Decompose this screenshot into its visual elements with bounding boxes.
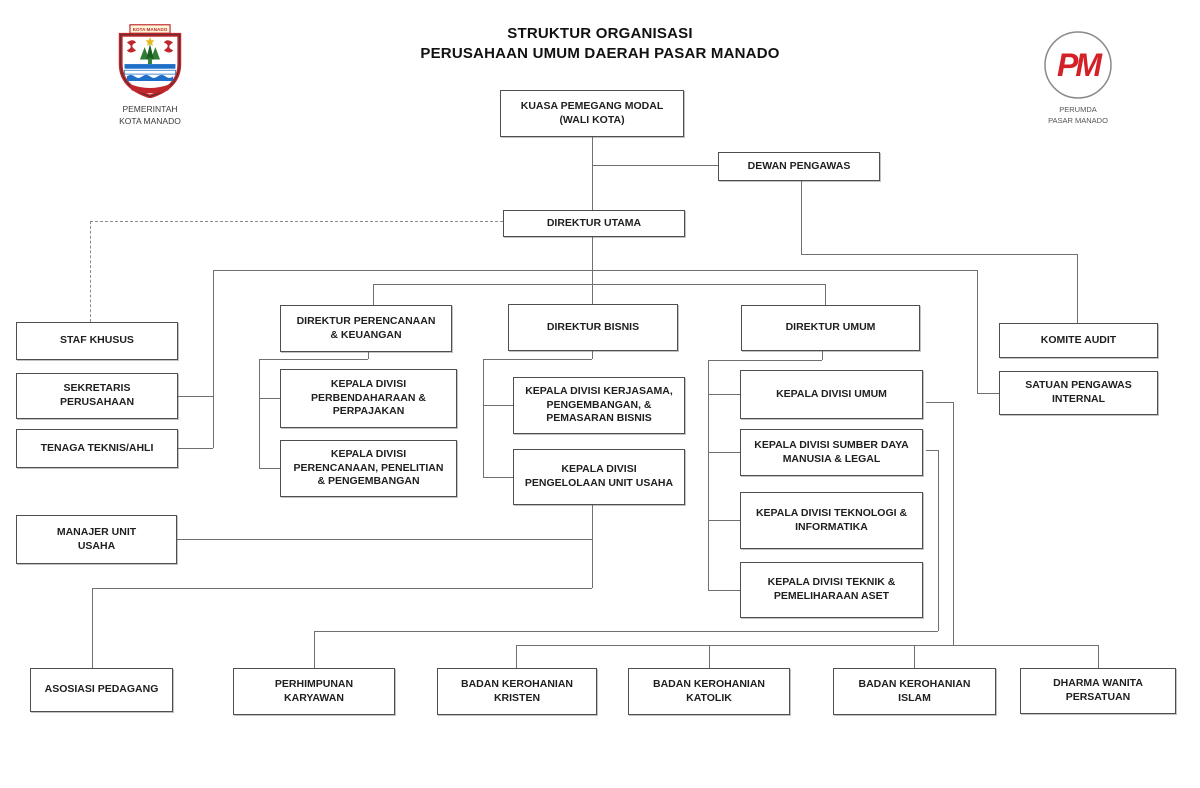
connector-line: [314, 631, 315, 668]
node-kepala-divisi-kerjasama-pengembangan-pemasaran-bisnis: KEPALA DIVISI KERJASAMA, PENGEMBANGAN, &…: [513, 377, 685, 434]
connector-line: [259, 359, 260, 468]
connector-line: [213, 270, 977, 271]
node-satuan-pengawas-internal: SATUAN PENGAWAS INTERNAL: [999, 371, 1158, 415]
connector-line: [801, 254, 1078, 255]
node-direktur-umum: DIREKTUR UMUM: [741, 305, 920, 351]
connector-line: [926, 450, 938, 451]
connector-line: [178, 396, 213, 397]
connector-line: [483, 359, 484, 477]
connector-line: [914, 645, 915, 668]
connector-line: [373, 284, 374, 305]
connector-line: [801, 180, 802, 254]
node-kepala-divisi-perencanaan-penelitian-pengembangan: KEPALA DIVISI PERENCANAAN, PENELITIAN & …: [280, 440, 457, 497]
connector-line: [259, 398, 280, 399]
connector-line: [1098, 645, 1099, 668]
node-perhimpunan-karyawan: PERHIMPUNAN KARYAWAN: [233, 668, 395, 715]
manado-city-crest-logo: KOTA MANADO PEMERINTAH KOTA MANADO: [100, 24, 200, 128]
page-title-line-1: STRUKTUR ORGANISASI: [507, 25, 693, 42]
connector-line: [953, 402, 954, 645]
page-title-line-2: PERUSAHAAN UMUM DAERAH PASAR MANADO: [420, 44, 780, 62]
connector-line: [592, 351, 593, 359]
connector-line: [592, 137, 593, 210]
svg-text:KOTA MANADO: KOTA MANADO: [133, 27, 168, 32]
node-sekretaris-perusahaan: SEKRETARIS PERUSAHAAN: [16, 373, 178, 419]
node-kepala-divisi-teknologi-informatika: KEPALA DIVISI TEKNOLOGI & INFORMATIKA: [740, 492, 923, 549]
connector-line: [516, 645, 517, 668]
node-direktur-bisnis: DIREKTUR BISNIS: [508, 304, 678, 351]
node-kepala-divisi-perbendaharaan-perpajakan: KEPALA DIVISI PERBENDAHARAAN & PERPAJAKA…: [280, 369, 457, 428]
connector-line: [483, 477, 513, 478]
node-manajer-unit-usaha: MANAJER UNIT USAHA: [16, 515, 177, 564]
connector-line: [213, 270, 214, 448]
connector-line: [822, 351, 823, 360]
perumda-pasar-manado-logo: PM PERUMDA PASAR MANADO: [1033, 30, 1123, 127]
node-kuasa-pemegang-modal: KUASA PEMEGANG MODAL (WALI KOTA): [500, 90, 684, 137]
node-direktur-perencanaan-keuangan: DIREKTUR PERENCANAAN & KEUANGAN: [280, 305, 452, 352]
node-kepala-divisi-sumber-daya-manusia-legal: KEPALA DIVISI SUMBER DAYA MANUSIA & LEGA…: [740, 429, 923, 476]
connector-line: [926, 402, 953, 403]
right-logo-caption-line-2: PASAR MANADO: [1048, 115, 1108, 125]
left-logo-caption-line-2: KOTA MANADO: [119, 116, 181, 127]
right-logo-caption-line-1: PERUMDA: [1059, 105, 1097, 114]
dotted-connector-line: [90, 221, 503, 222]
connector-line: [708, 360, 709, 590]
connector-line: [977, 270, 978, 393]
node-asosiasi-pedagang: ASOSIASI PEDAGANG: [30, 668, 173, 712]
node-badan-kerohanian-katolik: BADAN KEROHANIAN KATOLIK: [628, 668, 790, 715]
connector-line: [592, 505, 593, 588]
node-badan-kerohanian-kristen: BADAN KEROHANIAN KRISTEN: [437, 668, 597, 715]
connector-line: [177, 539, 592, 540]
connector-line: [825, 284, 826, 305]
node-tenaga-teknis-ahli: TENAGA TEKNIS/AHLI: [16, 429, 178, 468]
connector-line: [483, 405, 513, 406]
connector-line: [592, 165, 718, 166]
city-crest-icon: KOTA MANADO: [118, 24, 182, 99]
connector-line: [708, 520, 740, 521]
left-logo-caption-line-1: PEMERINTAH: [122, 104, 178, 114]
node-badan-kerohanian-islam: BADAN KEROHANIAN ISLAM: [833, 668, 996, 715]
connector-line: [259, 359, 368, 360]
connector-line: [92, 588, 592, 589]
node-direktur-utama: DIREKTUR UTAMA: [503, 210, 685, 237]
connector-line: [977, 393, 999, 394]
node-dewan-pengawas: DEWAN PENGAWAS: [718, 152, 880, 181]
node-dharma-wanita-persatuan: DHARMA WANITA PERSATUAN: [1020, 668, 1176, 714]
dotted-connector-line: [90, 221, 91, 322]
connector-line: [373, 284, 825, 285]
connector-line: [708, 590, 740, 591]
page-title: STRUKTUR ORGANISASI PERUSAHAAN UMUM DAER…: [0, 24, 1200, 63]
connector-line: [92, 588, 93, 668]
node-kepala-divisi-pengelolaan-unit-usaha: KEPALA DIVISI PENGELOLAAN UNIT USAHA: [513, 449, 685, 505]
connector-line: [516, 645, 1098, 646]
connector-line: [314, 631, 938, 632]
svg-text:PM: PM: [1057, 47, 1103, 83]
connector-line: [1077, 254, 1078, 323]
connector-line: [483, 359, 592, 360]
node-komite-audit: KOMITE AUDIT: [999, 323, 1158, 358]
connector-line: [708, 452, 740, 453]
node-kepala-divisi-teknik-pemeliharaan-aset: KEPALA DIVISI TEKNIK & PEMELIHARAAN ASET: [740, 562, 923, 618]
connector-line: [259, 468, 280, 469]
pm-monogram-icon: PM: [1044, 31, 1112, 99]
connector-line: [708, 394, 740, 395]
connector-line: [178, 448, 213, 449]
connector-line: [709, 645, 710, 668]
connector-line: [708, 360, 822, 361]
node-staf-khusus: STAF KHUSUS: [16, 322, 178, 360]
connector-line: [938, 450, 939, 631]
connector-line: [368, 352, 369, 359]
node-kepala-divisi-umum: KEPALA DIVISI UMUM: [740, 370, 923, 419]
